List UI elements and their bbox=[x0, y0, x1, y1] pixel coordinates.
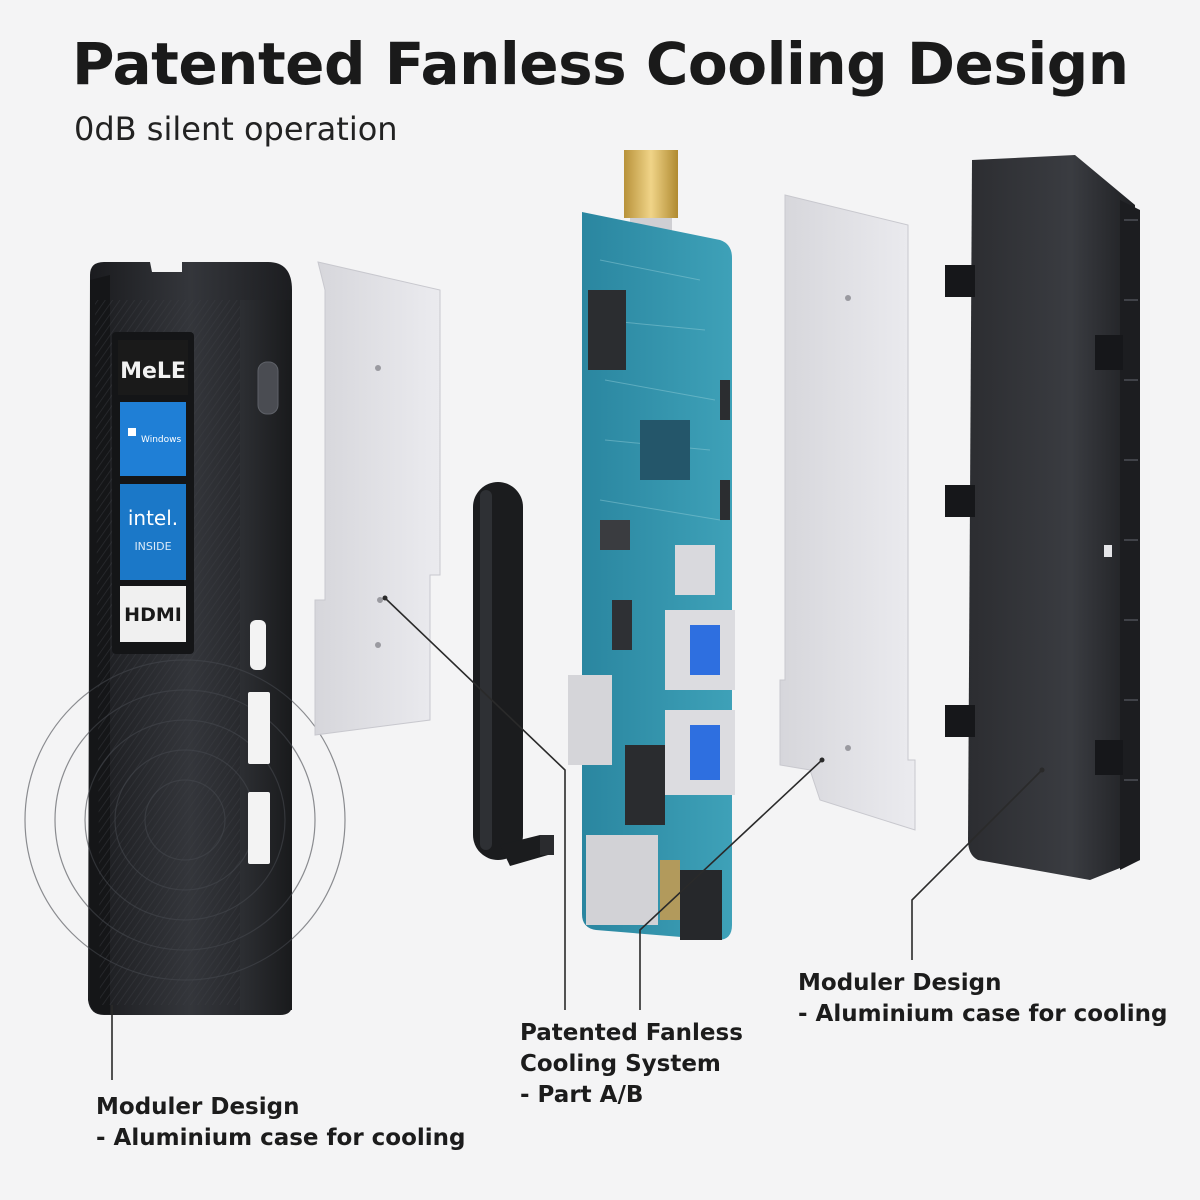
hdmi-sticker bbox=[120, 586, 186, 642]
usb-c-port bbox=[250, 620, 266, 670]
callout-left-heading: Moduler Design bbox=[96, 1094, 300, 1120]
leader-line-center-b bbox=[639, 759, 823, 1010]
chip-memory bbox=[588, 290, 626, 370]
callout-left: Moduler Design - Aluminium case for cool… bbox=[96, 1092, 466, 1154]
hdmi-connector bbox=[624, 150, 678, 218]
callout-right-heading: Moduler Design bbox=[798, 970, 1002, 996]
pcb-usb-c bbox=[675, 545, 715, 595]
windows-sticker-text: Windows bbox=[141, 435, 181, 445]
microsd-slot bbox=[568, 675, 612, 765]
usb-a-port-1 bbox=[248, 692, 270, 764]
leader-line-center-a bbox=[384, 597, 566, 1010]
rear-aluminium-case bbox=[945, 155, 1140, 880]
intel-sticker-text: intel. bbox=[128, 506, 178, 530]
intel-inside-text: INSIDE bbox=[134, 540, 171, 553]
wifi-antenna bbox=[473, 482, 554, 866]
callout-left-detail: - Aluminium case for cooling bbox=[96, 1125, 466, 1151]
callout-right: Moduler Design - Aluminium case for cool… bbox=[798, 968, 1168, 1030]
page-subtitle: 0dB silent operation bbox=[74, 110, 398, 148]
hdmi-sticker-text: HDMI bbox=[124, 604, 182, 626]
intel-sticker bbox=[120, 484, 186, 580]
front-aluminium-case: MeLE Windows intel. INSIDE HDMI bbox=[24, 262, 346, 1015]
callout-center-detail: - Part A/B bbox=[520, 1082, 644, 1108]
callout-center-heading-2: Cooling System bbox=[520, 1051, 721, 1077]
windows-sticker bbox=[120, 402, 186, 476]
usb-a-port-2 bbox=[248, 792, 270, 864]
callout-center: Patented Fanless Cooling System - Part A… bbox=[520, 1018, 743, 1111]
callout-right-detail: - Aluminium case for cooling bbox=[798, 1001, 1168, 1027]
page-title: Patented Fanless Cooling Design bbox=[72, 30, 1129, 98]
circuit-board bbox=[568, 150, 735, 940]
ethernet-port bbox=[586, 835, 658, 925]
heat-plate-a bbox=[314, 261, 441, 736]
brand-logo-text: MeLE bbox=[120, 359, 186, 384]
heat-plate-b bbox=[779, 194, 916, 831]
leader-line-right bbox=[911, 769, 1043, 960]
callout-center-heading-1: Patented Fanless bbox=[520, 1020, 743, 1046]
power-button bbox=[257, 361, 279, 415]
